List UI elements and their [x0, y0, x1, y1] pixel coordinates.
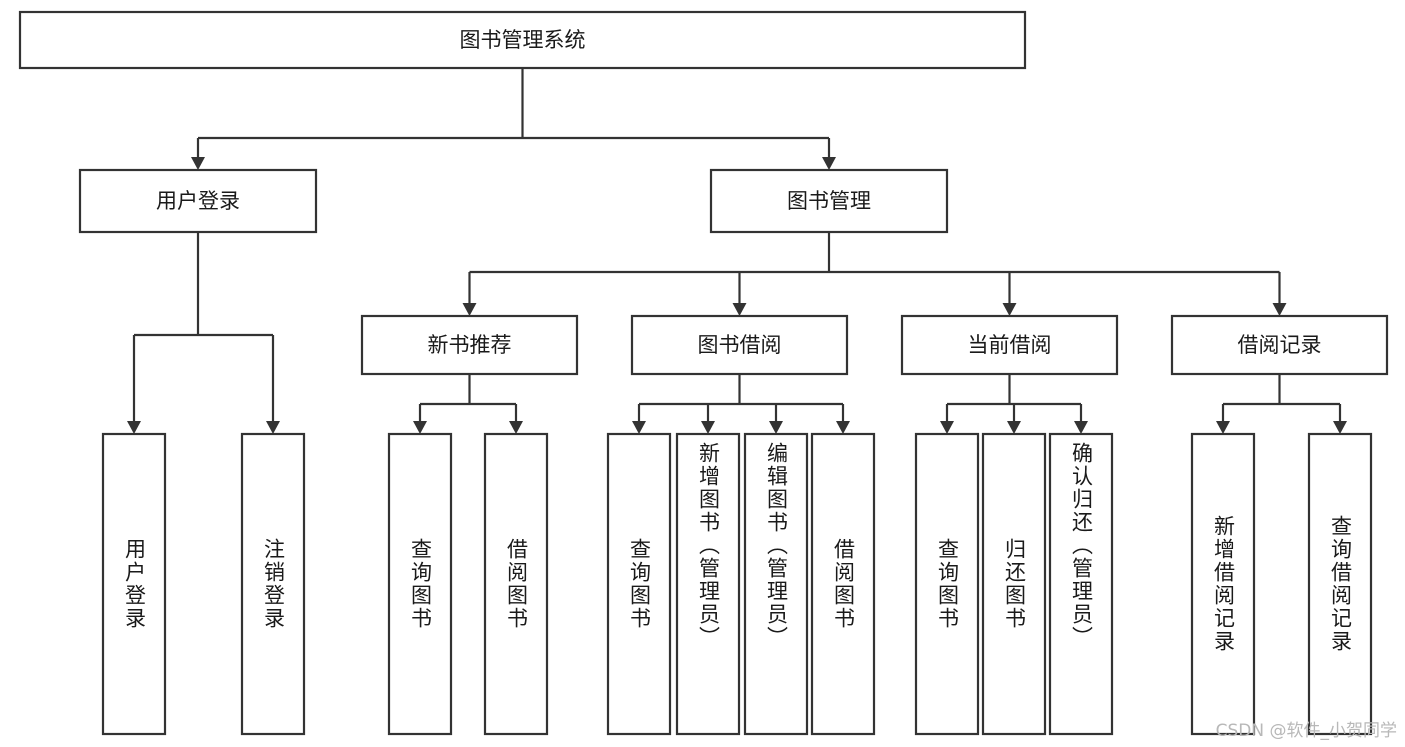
node-user-login[interactable]: [78, 168, 318, 234]
node-label-user-login: 用户登录: [156, 189, 240, 213]
arrow-head-icon: [1216, 421, 1230, 434]
node-leaf-borrow-book-2[interactable]: [810, 432, 876, 736]
watermark-text: CSDN @软件_小贺同学: [1215, 721, 1397, 741]
arrow-head-icon: [769, 421, 783, 434]
node-box-leaf-add-book[interactable]: [675, 432, 741, 736]
edge-group-root: [191, 68, 836, 170]
node-book-management[interactable]: [709, 168, 949, 234]
arrow-head-icon: [822, 157, 836, 170]
arrow-head-icon: [127, 421, 141, 434]
node-box-user-login[interactable]: [78, 168, 318, 234]
node-box-book-borrow[interactable]: [630, 314, 849, 376]
node-box-borrow-record[interactable]: [1170, 314, 1389, 376]
arrow-head-icon: [836, 421, 850, 434]
arrow-head-icon: [732, 303, 747, 316]
node-box-new-book-recommend[interactable]: [360, 314, 579, 376]
node-root[interactable]: [18, 10, 1027, 70]
arrow-head-icon: [191, 157, 205, 170]
node-label-root: 图书管理系统: [460, 28, 586, 52]
node-box-leaf-query-book-3[interactable]: [914, 432, 980, 736]
node-box-leaf-add-borrow-record[interactable]: [1190, 432, 1256, 736]
node-box-leaf-borrow-book-1[interactable]: [483, 432, 549, 736]
node-new-book-recommend[interactable]: [360, 314, 579, 376]
node-box-leaf-query-borrow-record[interactable]: [1307, 432, 1373, 736]
node-leaf-borrow-book-1[interactable]: [483, 432, 549, 736]
node-box-leaf-query-book-2[interactable]: [606, 432, 672, 736]
edge-group-borrow-record: [1216, 374, 1347, 434]
node-box-leaf-return-book[interactable]: [981, 432, 1047, 736]
arrow-head-icon: [1074, 421, 1088, 434]
arrow-head-icon: [1002, 303, 1017, 316]
edge-group-book-borrow: [632, 374, 850, 434]
node-box-leaf-borrow-book-2[interactable]: [810, 432, 876, 736]
arrow-head-icon: [509, 421, 523, 434]
node-leaf-query-borrow-record[interactable]: [1307, 432, 1373, 736]
arrow-head-icon: [266, 421, 280, 434]
edges-layer: [127, 68, 1347, 434]
arrow-head-icon: [940, 421, 954, 434]
node-leaf-confirm-return[interactable]: [1048, 432, 1114, 736]
node-current-borrow[interactable]: [900, 314, 1119, 376]
node-box-leaf-edit-book[interactable]: [743, 432, 809, 736]
node-leaf-edit-book[interactable]: [743, 432, 809, 736]
node-leaf-logout[interactable]: [240, 432, 306, 736]
boxes-layer: [18, 10, 1389, 736]
node-box-root[interactable]: [18, 10, 1027, 70]
node-leaf-return-book[interactable]: [981, 432, 1047, 736]
node-label-book-management: 图书管理: [787, 189, 871, 213]
arrow-head-icon: [413, 421, 427, 434]
node-box-leaf-logout[interactable]: [240, 432, 306, 736]
node-leaf-query-book-3[interactable]: [914, 432, 980, 736]
arrow-head-icon: [701, 421, 715, 434]
arrow-head-icon: [462, 303, 477, 316]
node-box-leaf-query-book-1[interactable]: [387, 432, 453, 736]
edge-group-new-book-recommend: [413, 374, 523, 434]
arrow-head-icon: [1007, 421, 1021, 434]
node-label-current-borrow: 当前借阅: [968, 333, 1052, 357]
edge-group-current-borrow: [940, 374, 1088, 434]
node-label-book-borrow: 图书借阅: [698, 333, 782, 357]
node-box-current-borrow[interactable]: [900, 314, 1119, 376]
node-leaf-add-book[interactable]: [675, 432, 741, 736]
arrow-head-icon: [1272, 303, 1287, 316]
node-box-book-management[interactable]: [709, 168, 949, 234]
arrow-head-icon: [632, 421, 646, 434]
node-box-leaf-confirm-return[interactable]: [1048, 432, 1114, 736]
node-leaf-add-borrow-record[interactable]: [1190, 432, 1256, 736]
edge-group-book-management: [462, 232, 1287, 316]
node-label-new-book-recommend: 新书推荐: [428, 333, 512, 357]
node-leaf-query-book-2[interactable]: [606, 432, 672, 736]
edge-group-user-login: [127, 232, 280, 434]
node-borrow-record[interactable]: [1170, 314, 1389, 376]
node-leaf-query-book-1[interactable]: [387, 432, 453, 736]
node-label-borrow-record: 借阅记录: [1238, 333, 1322, 357]
arrow-head-icon: [1333, 421, 1347, 434]
node-book-borrow[interactable]: [630, 314, 849, 376]
node-leaf-user-login[interactable]: [101, 432, 167, 736]
node-box-leaf-user-login[interactable]: [101, 432, 167, 736]
